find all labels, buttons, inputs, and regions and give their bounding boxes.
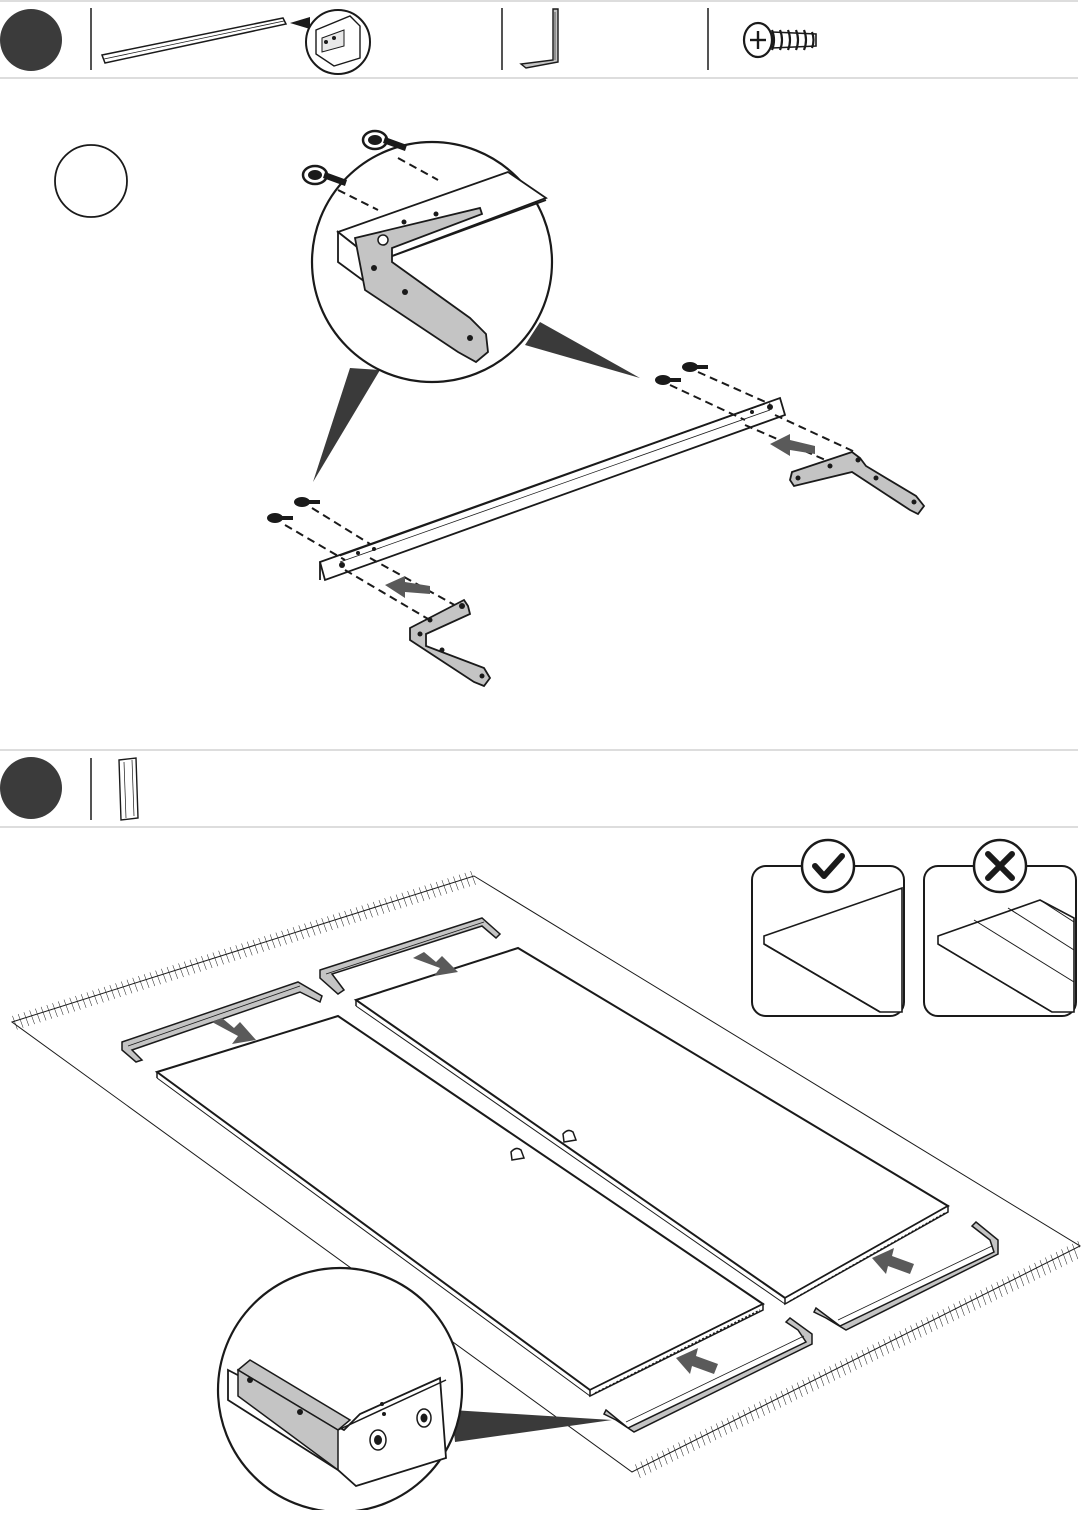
rail-assembly (320, 398, 785, 580)
correct-orientation-example (752, 840, 904, 1016)
panel-part-icon (119, 758, 138, 820)
bracket-zoom-callout (303, 131, 552, 382)
step-one-parts-strip (0, 1, 1078, 78)
step-one-badge (0, 9, 62, 71)
screw-part-icon (744, 23, 816, 57)
step-two-parts-strip (0, 750, 1078, 827)
l-bracket-right (790, 452, 924, 514)
step-one-diagram (55, 131, 924, 686)
step-two-diagram (12, 840, 1080, 1510)
detail-badge (55, 145, 127, 217)
check-icon (802, 840, 854, 892)
insert-arrow-right (770, 434, 815, 456)
corner-zoom-callout (218, 1268, 462, 1510)
l-bracket-part-icon (521, 9, 558, 68)
step-two-badge (0, 757, 62, 819)
l-bracket-left (410, 600, 490, 686)
wrong-orientation-example (924, 840, 1076, 1016)
rail-part-icon (102, 10, 370, 74)
